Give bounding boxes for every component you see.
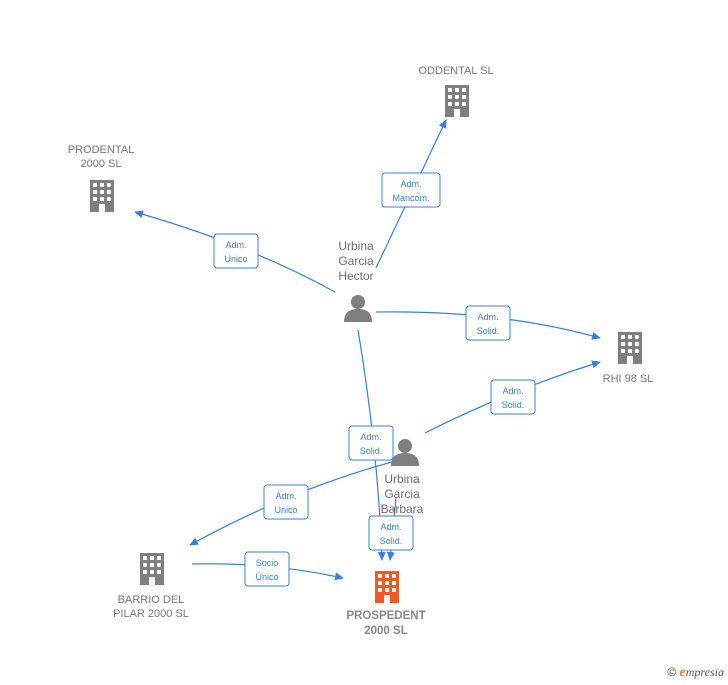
svg-text:Adm.: Adm. <box>360 432 381 442</box>
brand-logo-e: e <box>679 665 686 680</box>
svg-text:Mancom.: Mancom. <box>392 193 429 203</box>
svg-text:Solid.: Solid. <box>477 326 500 336</box>
svg-text:Solid.: Solid. <box>502 400 525 410</box>
edge-label-hector-prodental[interactable]: Adm. Unico <box>213 233 259 269</box>
node-barbara[interactable]: Urbina Garcia Barbara <box>381 439 424 516</box>
svg-text:PILAR 2000 SL: PILAR 2000 SL <box>113 608 189 620</box>
node-prodental[interactable]: PRODENTAL 2000 SL <box>68 144 134 212</box>
edge-label-hector-prospedent[interactable]: Adm. Solid. <box>348 425 394 461</box>
edge-label-barbara-barrio[interactable]: Adm. Unico <box>263 484 309 520</box>
svg-text:Garcia: Garcia <box>384 487 420 501</box>
edge-label-hector-rhi98[interactable]: Adm. Solid. <box>465 305 511 341</box>
svg-text:Adm.: Adm. <box>380 522 401 532</box>
svg-text:PROSPEDENT: PROSPEDENT <box>346 610 425 622</box>
copyright-symbol: © <box>667 665 677 679</box>
svg-text:Adm.: Adm. <box>225 240 246 250</box>
building-icon <box>90 180 114 212</box>
person-icon <box>391 439 419 466</box>
svg-text:2000 SL: 2000 SL <box>364 625 407 637</box>
brand-logo-text: mpresia <box>685 665 724 679</box>
node-rhi98[interactable]: RHI 98 SL <box>603 332 654 385</box>
node-prospedent[interactable]: PROSPEDENT 2000 SL <box>346 571 426 637</box>
building-icon <box>375 571 399 603</box>
svg-text:Adm.: Adm. <box>502 386 523 396</box>
edge-label-barbara-rhi98[interactable]: Adm. Solid. <box>490 379 536 415</box>
node-hector[interactable]: Urbina Garcia Hector <box>338 239 374 322</box>
edge-label-barrio-prospedent[interactable]: Socio Único <box>244 551 290 587</box>
footer-brand: © empresia <box>667 665 724 681</box>
svg-text:PRODENTAL: PRODENTAL <box>68 144 134 156</box>
svg-text:Garcia: Garcia <box>338 254 374 268</box>
edges <box>134 119 601 581</box>
building-icon <box>140 553 164 585</box>
svg-text:Solid.: Solid. <box>360 446 383 456</box>
person-icon <box>344 295 372 322</box>
building-icon <box>618 332 642 364</box>
svg-text:Adm.: Adm. <box>275 491 296 501</box>
building-icon <box>445 85 469 117</box>
svg-text:ODDENTAL SL: ODDENTAL SL <box>418 65 493 77</box>
svg-text:Unico: Unico <box>274 505 297 515</box>
node-barrio[interactable]: BARRIO DEL PILAR 2000 SL <box>113 553 189 620</box>
svg-text:Socio: Socio <box>256 558 279 568</box>
svg-text:2000 SL: 2000 SL <box>81 158 122 170</box>
svg-text:BARRIO DEL: BARRIO DEL <box>118 594 185 606</box>
svg-text:Unico: Unico <box>224 254 247 264</box>
svg-text:Único: Único <box>255 572 278 582</box>
svg-text:Urbina: Urbina <box>338 239 374 253</box>
svg-text:Urbina: Urbina <box>384 472 420 486</box>
node-oddental[interactable]: ODDENTAL SL <box>418 65 494 117</box>
edge-label-barbara-prospedent[interactable]: Adm. Solid. <box>368 515 414 551</box>
svg-text:RHI 98 SL: RHI 98 SL <box>603 373 654 385</box>
svg-text:Solid.: Solid. <box>380 536 403 546</box>
svg-text:Hector: Hector <box>338 269 373 283</box>
svg-text:Barbara: Barbara <box>381 502 424 516</box>
svg-text:Adm.: Adm. <box>477 312 498 322</box>
edge-label-hector-oddental[interactable]: Adm. Mancom. <box>381 172 441 208</box>
svg-text:Adm.: Adm. <box>400 179 421 189</box>
